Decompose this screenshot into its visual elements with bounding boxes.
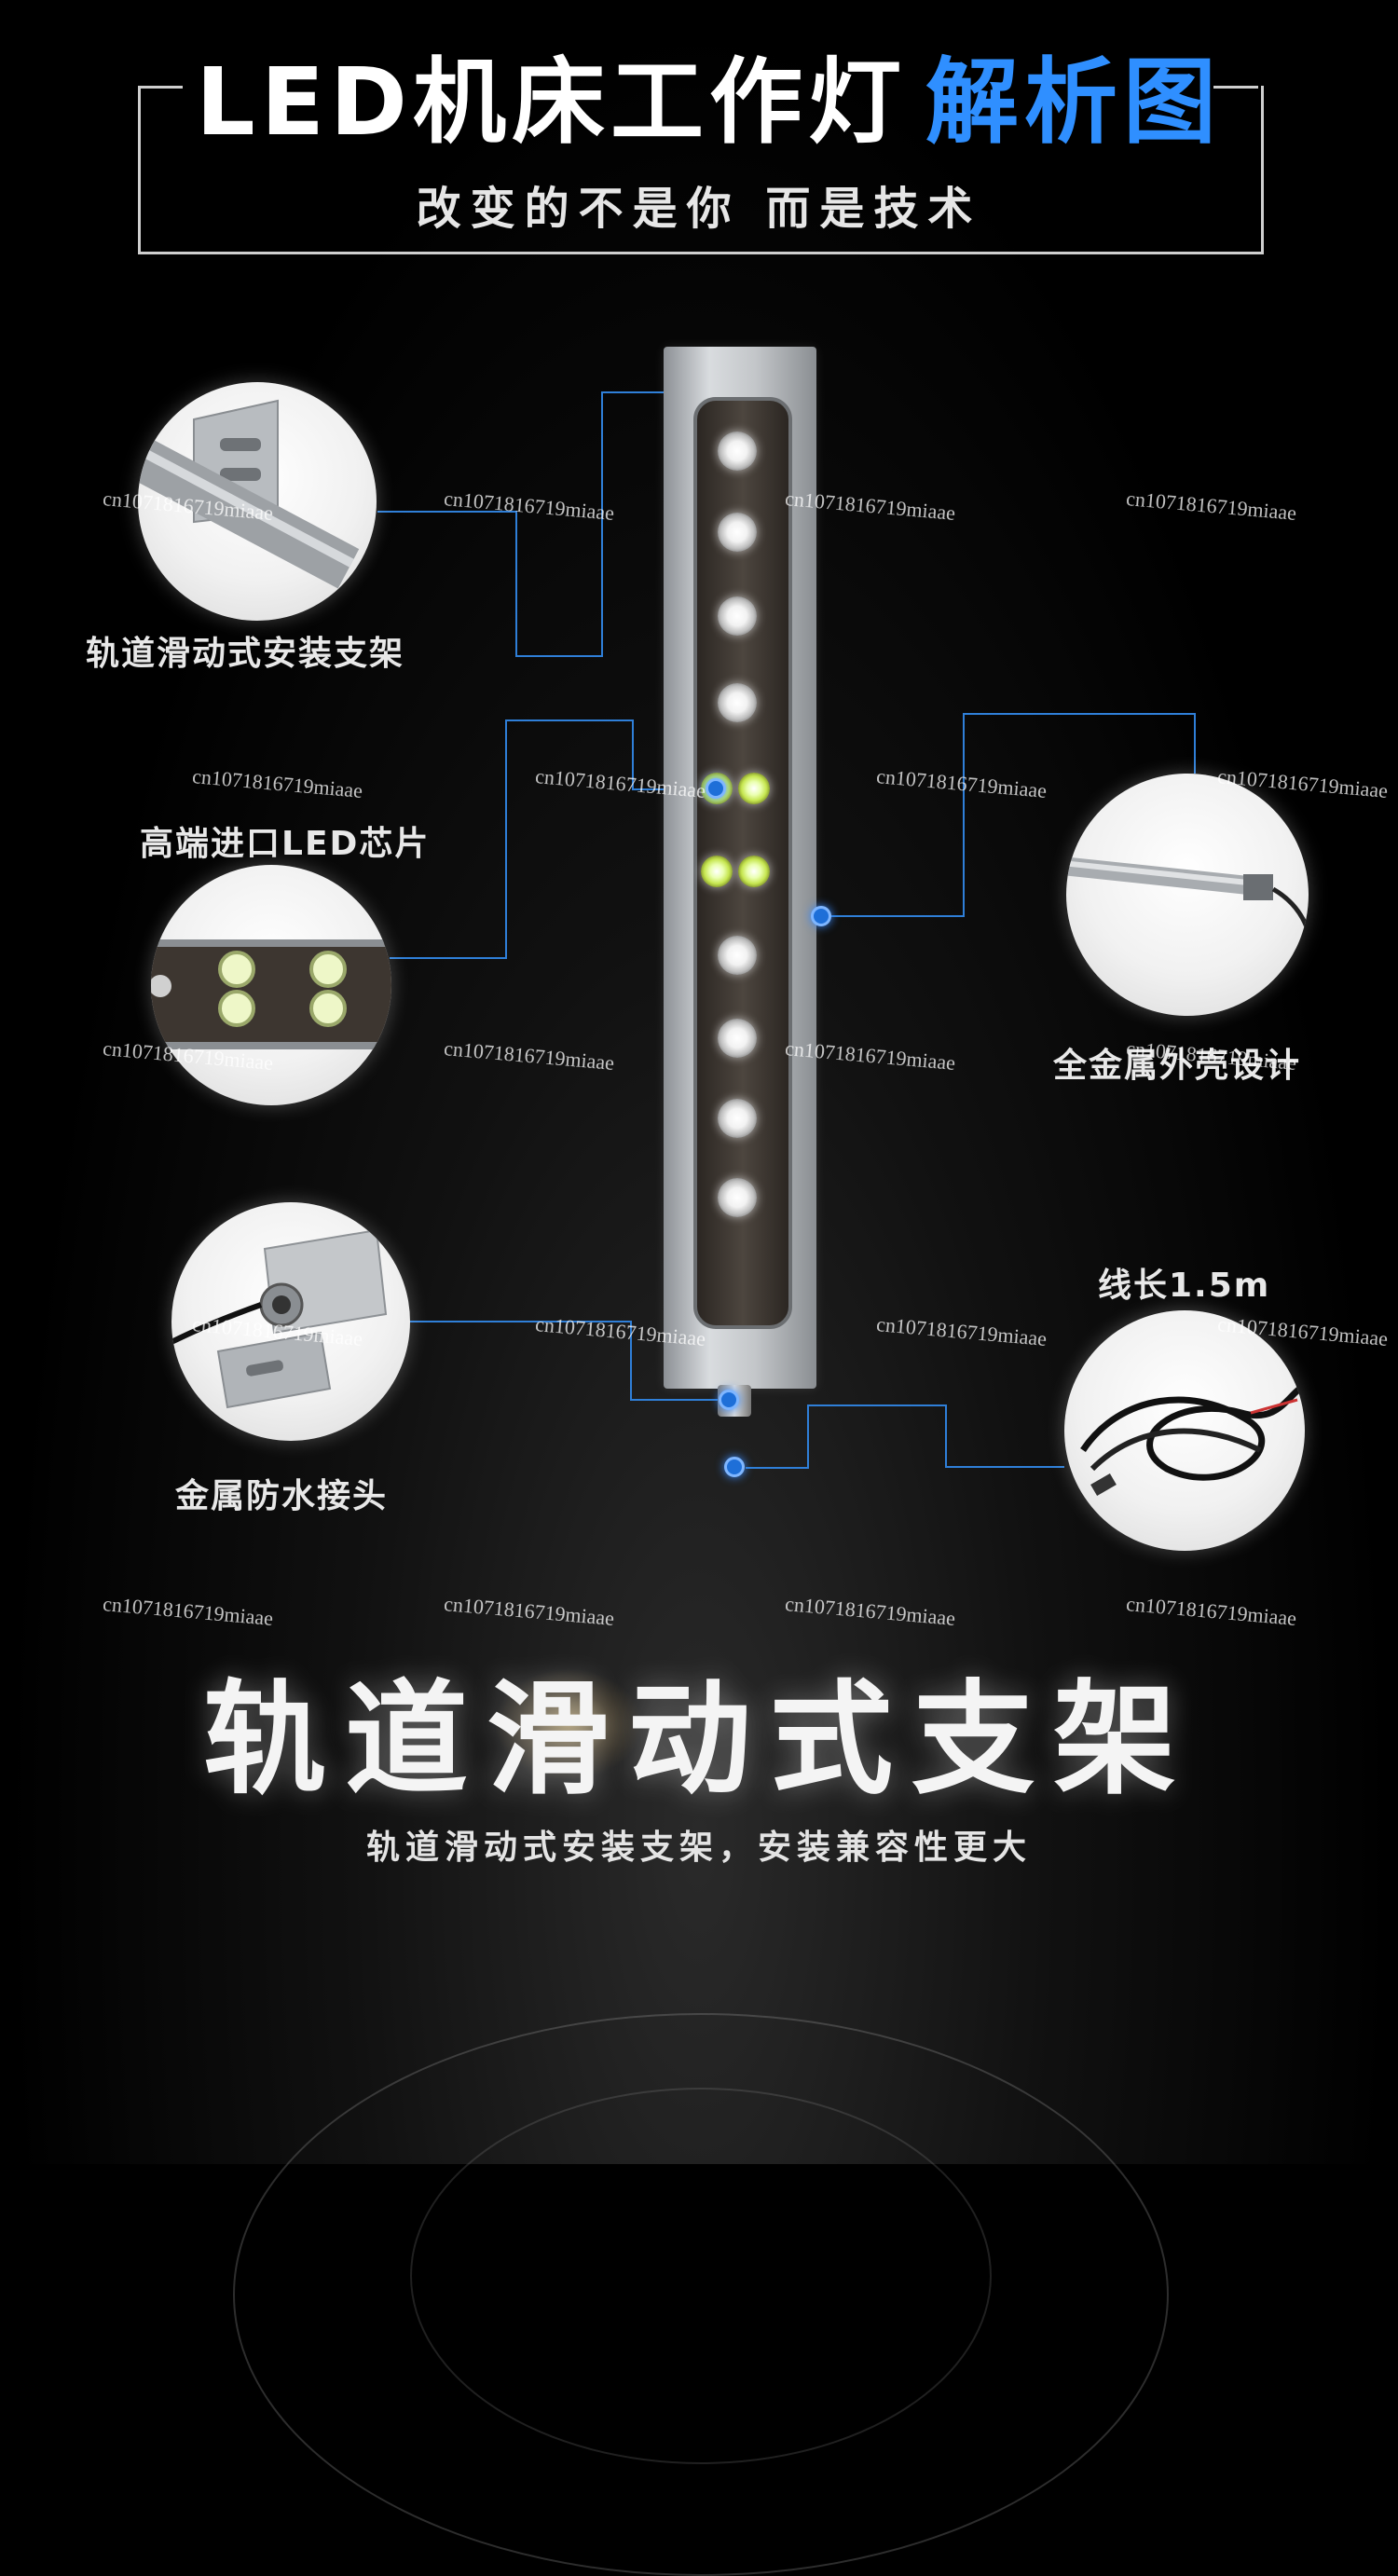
connector-line [377,511,517,513]
section-caption: 轨道滑动式安装支架，安装兼容性更大 [365,1829,1032,1867]
header-frame-corner-left [138,86,183,89]
led [718,596,757,636]
led-chip [701,856,733,887]
led [718,1019,757,1058]
connection-point [719,1390,739,1410]
led [718,513,757,552]
connector-label: 金属防水接头 [175,1477,389,1515]
bracket-photo [138,382,377,621]
connector-line [945,1466,1064,1468]
connector-line [746,1467,809,1469]
connector-line [390,957,507,959]
connector-line [807,1404,809,1469]
decorative-arc [410,2088,992,2464]
connector-line [630,1399,729,1401]
connector-line [505,719,507,959]
section-headline: 轨道滑动式支架 [203,1668,1195,1812]
cable-illustration [1080,1381,1305,1497]
connector-photo [171,1202,410,1441]
connector-line [963,713,1196,715]
connector-line [1194,713,1196,774]
bracket-label: 轨道滑动式安装支架 [86,635,405,673]
chip-photo [151,865,391,1105]
page-subtitle: 改变的不是你 而是技术 [416,183,982,235]
connector-line [601,391,603,657]
led [718,683,757,722]
cable-label: 线长1.5m [1098,1267,1271,1305]
connector-line [945,1404,947,1468]
housing-label: 全金属外壳设计 [1053,1047,1302,1085]
cable-photo [1064,1310,1305,1551]
title-main: LED机床工作灯 [196,48,908,157]
connector-line [505,719,634,721]
connector-line [515,655,603,657]
connector-line [630,1321,632,1401]
light-flare [494,1668,643,1780]
header-frame [138,86,1264,254]
title-accent: 解析图 [925,48,1223,157]
connection-point [724,1457,745,1477]
connection-point [811,906,831,926]
housing-illustration [1066,856,1309,933]
led [718,936,757,975]
connector-line [601,391,666,393]
connector-line [807,1404,947,1406]
page-title: LED机床工作灯解析图 [196,26,1216,161]
connector-line [963,713,965,917]
housing-photo [1066,774,1309,1016]
connector-illustration [171,1228,388,1409]
led-chip [738,856,770,887]
bracket-illustration [138,399,360,589]
header-frame-corner-right [1213,86,1258,89]
led-chip [738,773,770,804]
connector-line [632,719,634,790]
led [718,1099,757,1138]
connector-line [820,915,965,917]
connector-line [410,1321,632,1322]
connection-point [706,778,726,799]
chip-label: 高端进口LED芯片 [140,825,431,863]
chip-illustration [151,939,391,1049]
connector-line [515,511,517,656]
led [718,1178,757,1217]
led [718,432,757,471]
